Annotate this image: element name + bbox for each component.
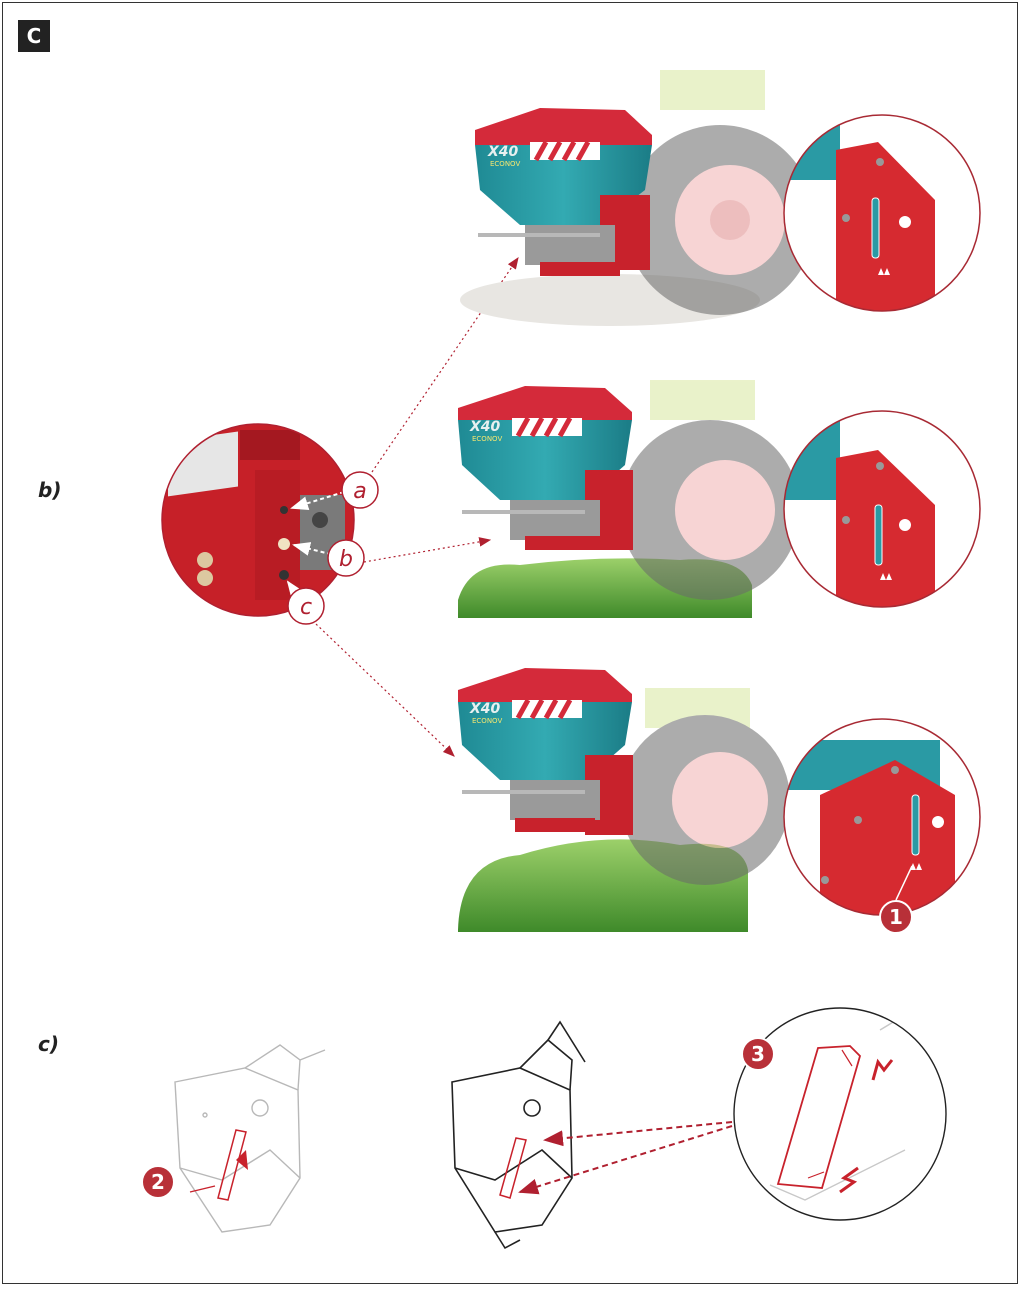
svg-text:ECONOV: ECONOV (472, 717, 502, 725)
detail-magnifier-icon (161, 423, 355, 617)
svg-text:X40: X40 (469, 419, 501, 435)
svg-text:b: b (339, 547, 353, 572)
hole-label-c: c (287, 587, 325, 625)
bracket-part (499, 1137, 527, 1199)
svg-text:a: a (353, 479, 366, 504)
svg-text:X40: X40 (487, 144, 519, 160)
callout-3: 3 (741, 1037, 775, 1071)
line-drawing-after (451, 1020, 586, 1250)
hole-label-b: b (327, 539, 365, 577)
callout-1: 1 (879, 865, 913, 934)
step-label-c: c) (38, 1032, 59, 1056)
tractor-icon (620, 688, 790, 885)
line-drawing-before (174, 1044, 326, 1233)
zoom-bracket-bottom (783, 718, 981, 916)
svg-text:c: c (300, 595, 312, 620)
svg-text:1: 1 (889, 905, 903, 929)
svg-text:3: 3 (751, 1042, 765, 1066)
spreader-icon: X40 ECONOV (458, 668, 633, 835)
spreader-setup-bottom: X40 ECONOV (458, 668, 790, 932)
callout-2: 2 (141, 1165, 175, 1199)
hole-label-a: a (341, 471, 379, 509)
zoom-bracket-middle (783, 410, 981, 608)
tractor-icon (620, 380, 800, 600)
svg-text:2: 2 (151, 1170, 165, 1194)
section-badge: C (18, 20, 50, 52)
dotted-arrow-icon (363, 537, 492, 563)
svg-text:ECONOV: ECONOV (472, 435, 502, 443)
dotted-arrow-icon (543, 1121, 733, 1147)
dotted-arrow-icon (518, 1125, 733, 1195)
spreader-setup-top: X40 ECONOV (460, 70, 815, 326)
svg-text:X40: X40 (469, 701, 501, 717)
svg-text:ECONOV: ECONOV (490, 160, 520, 168)
dotted-arrow-icon (315, 623, 455, 757)
step-label-b: b) (38, 478, 62, 502)
bracket-part (189, 1129, 248, 1201)
spreader-setup-middle: X40 ECONOV (458, 380, 800, 618)
zoom-bracket-top (783, 114, 981, 312)
spreader-icon: X40 ECONOV (458, 386, 633, 550)
tractor-icon (625, 70, 815, 315)
rotation-arrow-icon (839, 1058, 894, 1194)
spreader-icon: X40 ECONOV (475, 108, 652, 276)
